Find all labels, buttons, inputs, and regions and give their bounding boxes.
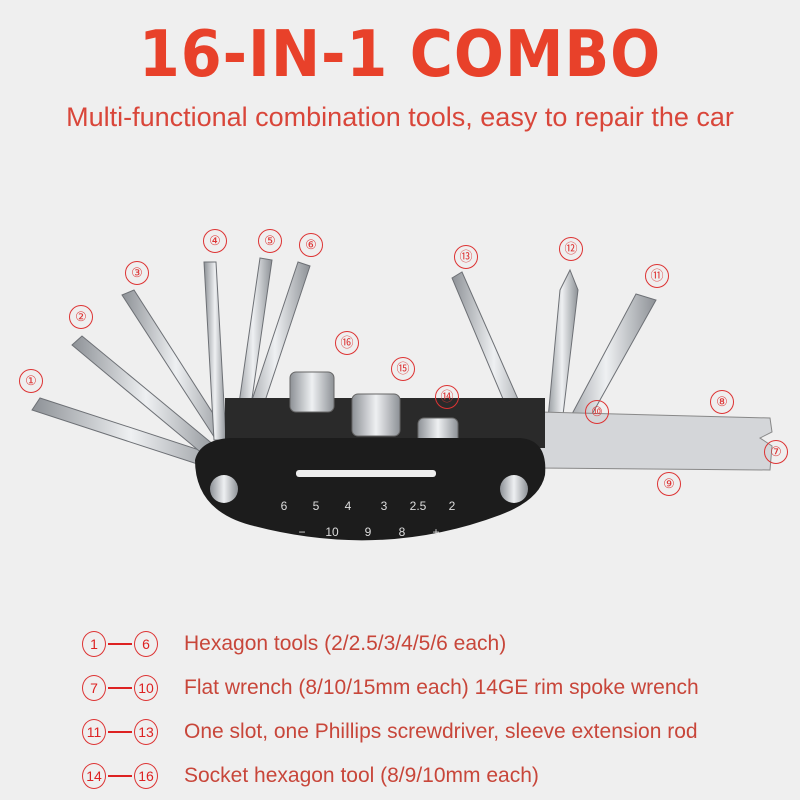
callout-1: ① [19,369,43,393]
callout-9: ⑨ [657,472,681,496]
bolt-left [210,475,238,503]
range-start: 14 [82,763,106,789]
dash [108,775,132,777]
callout-16: ⑯ [335,331,359,355]
callout-12: ⑫ [559,237,583,261]
callout-4: ④ [203,229,227,253]
range-start: 11 [82,719,106,745]
marking: 5 [313,499,320,513]
legend-text: Hexagon tools (2/2.5/3/4/5/6 each) [184,632,507,655]
callout-7: ⑦ [764,440,788,464]
range-end: 13 [134,719,158,745]
range-end: 16 [134,763,158,789]
slot [296,470,436,477]
range-start: 1 [82,631,106,657]
range-end: 6 [134,631,158,657]
callout-14: ⑭ [435,385,459,409]
marking: 2 [449,499,456,513]
page-subtitle: Multi-functional combination tools, easy… [66,102,734,132]
callout-13: ⑬ [454,245,478,269]
marking: + [432,525,439,539]
marking: 4 [345,499,352,513]
legend-row: 14 16 Socket hexagon tool (8/9/10mm each) [82,754,699,798]
marking: 2.5 [410,499,427,513]
legend-text: One slot, one Phillips screwdriver, slee… [184,720,698,743]
callout-2: ② [69,305,93,329]
page-title: 16-IN-1 COMBO [138,18,662,92]
legend-row: 1 6 Hexagon tools (2/2.5/3/4/5/6 each) [82,622,699,666]
tool-body [195,438,546,541]
callout-11: ⑪ [645,264,669,288]
dash [108,687,132,689]
flat-wrench [539,411,773,471]
callout-8: ⑧ [710,390,734,414]
dash [108,731,132,733]
legend-text: Flat wrench (8/10/15mm each) 14GE rim sp… [184,676,699,699]
legend-row: 7 10 Flat wrench (8/10/15mm each) 14GE ri… [82,666,699,710]
callout-6: ⑥ [299,233,323,257]
marking: − [298,525,305,539]
body-markings: 6 5 4 3 2.5 2 − 10 9 8 + [281,499,456,539]
marking: 6 [281,499,288,513]
legend-text: Socket hexagon tool (8/9/10mm each) [184,764,539,787]
legend-row: 11 13 One slot, one Phillips screwdriver,… [82,710,699,754]
bolt-right [500,475,528,503]
marking: 9 [365,525,372,539]
callout-15: ⑮ [391,357,415,381]
marking: 10 [325,525,339,539]
marking: 8 [399,525,406,539]
callout-5: ⑤ [258,229,282,253]
range-start: 7 [82,675,106,701]
range-end: 10 [134,675,158,701]
callout-10: ⑩ [585,400,609,424]
hex-keys [31,257,311,473]
callout-3: ③ [125,261,149,285]
marking: 3 [381,499,388,513]
dash [108,643,132,645]
